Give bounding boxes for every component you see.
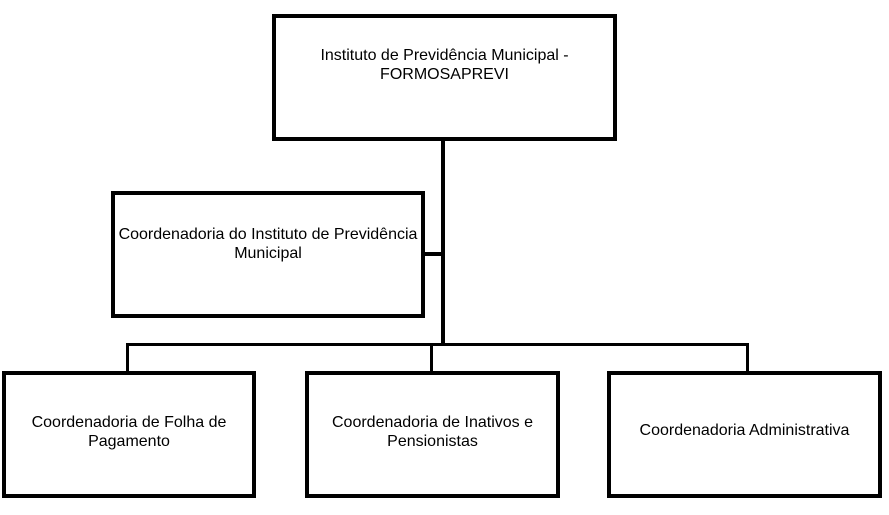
org-node-instituto-previdencia: Instituto de Previdência Municipal - FOR… [272,14,617,141]
connector-drop-inativos [430,345,433,371]
org-node-label: Coordenadoria de Folha de Pagamento [31,413,227,450]
org-node-label: Coordenadoria Administrativa [639,422,850,439]
org-node-folha-pagamento: Coordenadoria de Folha de Pagamento [2,371,256,498]
connector-drop-folha [126,343,129,371]
org-node-administrativa: Coordenadoria Administrativa [607,371,882,498]
connector-drop-admin [746,343,749,371]
connector-staff-horizontal [425,252,443,256]
connector-branch-horizontal [126,343,749,346]
connector-trunk-vertical [441,141,445,346]
org-node-coordenadoria-instituto: Coordenadoria do Instituto de Previdênci… [111,191,425,318]
org-node-inativos-pensionistas: Coordenadoria de Inativos e Pensionistas [305,371,560,498]
org-node-label: Instituto de Previdência Municipal - FOR… [320,46,569,83]
org-node-label: Coordenadoria do Instituto de Previdênci… [118,225,418,262]
org-node-label: Coordenadoria de Inativos e Pensionistas [331,413,534,450]
